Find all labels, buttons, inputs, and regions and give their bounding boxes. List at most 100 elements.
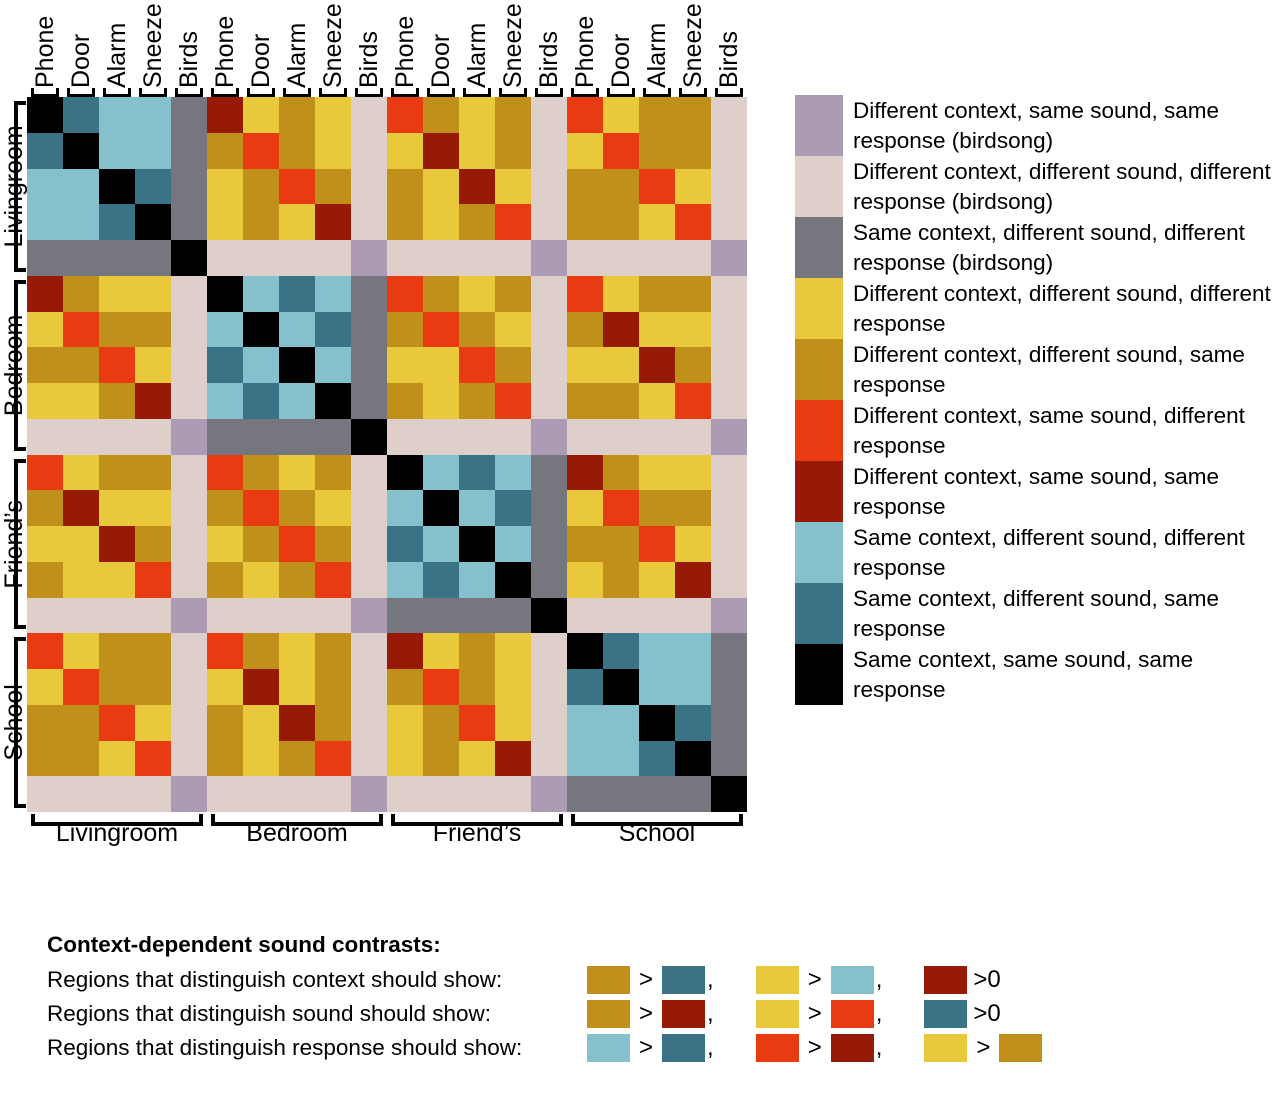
heatmap-cell xyxy=(675,704,711,741)
heatmap-cell xyxy=(243,204,279,240)
column-tick xyxy=(247,88,275,97)
heatmap-cell xyxy=(171,275,207,312)
heatmap-cell xyxy=(243,383,279,419)
heatmap-cell xyxy=(351,132,387,169)
heatmap-cell xyxy=(423,97,459,133)
heatmap-cell xyxy=(567,383,603,419)
heatmap-cell xyxy=(63,740,99,777)
column-tick xyxy=(427,88,455,97)
heatmap-cell xyxy=(135,204,171,240)
heatmap-cell xyxy=(63,669,99,705)
heatmap-cell xyxy=(567,776,603,812)
heatmap-cell xyxy=(99,704,135,741)
column-group-bracket xyxy=(211,814,383,826)
heatmap-cell xyxy=(99,561,135,598)
caption-swatch-darkred xyxy=(924,966,968,994)
heatmap-cell xyxy=(63,132,99,169)
heatmap-cell xyxy=(27,311,63,348)
heatmap-cell xyxy=(351,383,387,419)
contrast-caption: Context-dependent sound contrasts: Regio… xyxy=(47,930,1257,1066)
heatmap-cell xyxy=(639,669,675,705)
heatmap-cell xyxy=(459,669,495,705)
heatmap-cell xyxy=(63,561,99,598)
heatmap-cell xyxy=(423,633,459,669)
heatmap-cell xyxy=(423,490,459,526)
heatmap-cell xyxy=(279,454,315,491)
heatmap-cell xyxy=(423,561,459,598)
heatmap-cell xyxy=(207,490,243,526)
heatmap-cell xyxy=(27,132,63,169)
heatmap-cell xyxy=(99,740,135,777)
heatmap-cell xyxy=(171,311,207,348)
heatmap-cell xyxy=(387,704,423,741)
heatmap-cell xyxy=(135,669,171,705)
heatmap-cell xyxy=(495,132,531,169)
caption-title: Context-dependent sound contrasts: xyxy=(47,930,1257,960)
heatmap-cell xyxy=(315,97,351,133)
legend: Different context, same sound, same resp… xyxy=(795,95,1280,705)
column-tick xyxy=(103,88,131,97)
heatmap-cell xyxy=(423,275,459,312)
heatmap-cell xyxy=(351,740,387,777)
heatmap-cell xyxy=(567,132,603,169)
heatmap-cell xyxy=(603,383,639,419)
heatmap-cell xyxy=(99,526,135,562)
caption-contrast: >0 xyxy=(924,1000,1001,1028)
legend-swatch-darkred xyxy=(795,461,843,522)
caption-contrast: > xyxy=(924,1034,1043,1062)
heatmap-cell xyxy=(711,669,747,705)
column-tick xyxy=(607,88,635,97)
heatmap-cell xyxy=(603,311,639,348)
heatmap-cell xyxy=(603,704,639,741)
heatmap-cell xyxy=(711,383,747,419)
legend-label: Same context, different sound, different… xyxy=(853,220,1245,275)
caption-contrast-groups: >,>,> xyxy=(587,1034,1043,1062)
heatmap-cell xyxy=(459,597,495,634)
heatmap-cell xyxy=(459,311,495,348)
heatmap-cell xyxy=(99,132,135,169)
caption-contrast-groups: >,>,>0 xyxy=(587,966,1001,994)
heatmap-cell xyxy=(351,526,387,562)
heatmap-cell xyxy=(711,776,747,812)
heatmap-cell xyxy=(387,561,423,598)
caption-swatch-lightblue xyxy=(830,966,874,994)
heatmap-cell xyxy=(675,490,711,526)
legend-item: Different context, different sound, diff… xyxy=(795,278,1280,339)
heatmap-cell xyxy=(27,418,63,455)
heatmap-cell xyxy=(387,97,423,133)
legend-swatch-teal xyxy=(795,583,843,644)
column-label-sneeze: Sneeze xyxy=(679,3,707,88)
column-group-label-0: Livingroom xyxy=(55,819,179,847)
heatmap-cell xyxy=(351,776,387,812)
heatmap-cell xyxy=(603,97,639,133)
column-label-phone: Phone xyxy=(571,15,599,88)
heatmap-cell xyxy=(135,490,171,526)
heatmap-cell xyxy=(567,490,603,526)
heatmap-cell xyxy=(63,454,99,491)
caption-contrast: >0 xyxy=(924,966,1001,994)
column-group-bracket xyxy=(31,814,203,826)
legend-swatch-yellow xyxy=(795,278,843,339)
heatmap-cell xyxy=(711,311,747,348)
heatmap-cell xyxy=(63,97,99,133)
heatmap-cell xyxy=(315,383,351,419)
heatmap-cell xyxy=(351,561,387,598)
heatmap-cell xyxy=(639,454,675,491)
heatmap-cell xyxy=(531,490,567,526)
heatmap-cell xyxy=(63,526,99,562)
heatmap-cell xyxy=(711,597,747,634)
heatmap-cell xyxy=(495,740,531,777)
heatmap-cell xyxy=(63,383,99,419)
heatmap-cell xyxy=(207,383,243,419)
heatmap-cell xyxy=(387,454,423,491)
legend-swatch-black xyxy=(795,644,843,705)
heatmap-cell xyxy=(603,633,639,669)
legend-swatch-slate xyxy=(795,217,843,278)
heatmap-cell xyxy=(315,168,351,205)
heatmap-cell xyxy=(423,526,459,562)
heatmap-cell xyxy=(27,526,63,562)
heatmap-cell xyxy=(171,168,207,205)
heatmap-cell xyxy=(171,597,207,634)
heatmap-cell xyxy=(279,597,315,634)
heatmap-cell xyxy=(63,347,99,383)
